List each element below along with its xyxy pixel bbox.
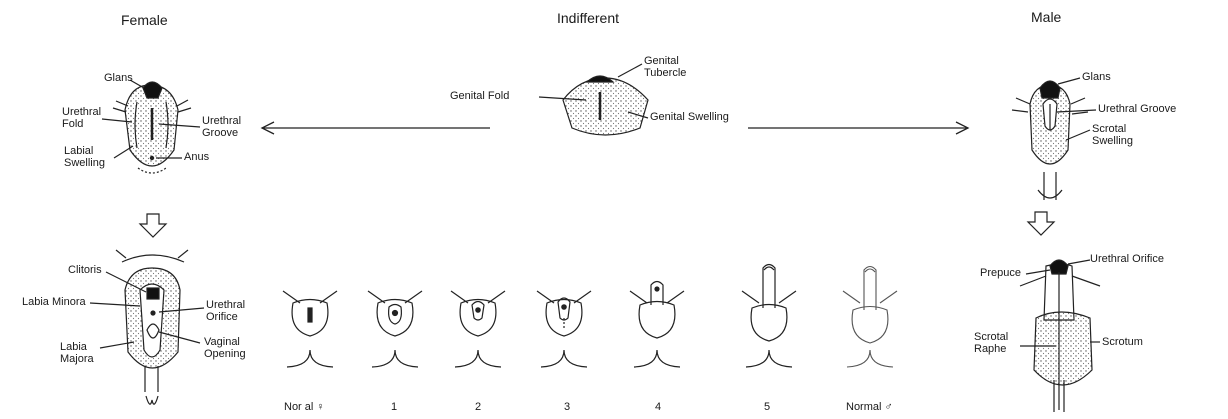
label-male-glans: Glans: [1082, 72, 1111, 84]
stage-label-2: 2: [475, 402, 481, 414]
stage-figure-normal-male: [843, 267, 897, 368]
male-top-figure: [1012, 78, 1096, 200]
label-labia-majora: Labia Majora: [60, 342, 94, 365]
label-scrotal-swelling: Scrotal Swelling: [1092, 124, 1133, 147]
label-labia-minora: Labia Minora: [22, 297, 86, 309]
label-male-urethral-orifice: Urethral Orifice: [1090, 254, 1164, 266]
label-clitoris: Clitoris: [68, 265, 102, 277]
label-genital-tubercle: Genital Tubercle: [644, 56, 686, 79]
stage-figure-normal-female: [283, 291, 337, 367]
heading-male: Male: [1031, 10, 1061, 25]
female-down-arrow: [140, 214, 166, 237]
label-scrotal-raphe: Scrotal Raphe: [974, 332, 1008, 355]
stage-label-normal-male: Normal ♂: [846, 402, 893, 414]
stage-label-3: 3: [564, 402, 570, 414]
label-female-urethral-orifice: Urethral Orifice: [206, 300, 245, 323]
label-labial-swelling: Labial Swelling: [64, 146, 105, 169]
heading-indifferent: Indifferent: [557, 11, 619, 26]
arrow-to-male: [748, 122, 968, 134]
label-scrotum: Scrotum: [1102, 337, 1143, 349]
female-bottom-figure: [90, 250, 204, 404]
label-female-urethral-groove: Urethral Groove: [202, 116, 241, 139]
label-prepuce: Prepuce: [980, 268, 1021, 280]
stage-figure-4: [630, 282, 684, 368]
label-genital-fold: Genital Fold: [450, 91, 509, 103]
label-female-glans: Glans: [104, 73, 133, 85]
label-female-urethral-fold: Urethral Fold: [62, 107, 101, 130]
label-male-urethral-groove: Urethral Groove: [1098, 104, 1176, 116]
indifferent-figure: [539, 64, 648, 135]
stage-label-4: 4: [655, 402, 661, 414]
stage-label-1: 1: [391, 402, 397, 414]
stage-figure-3: [537, 291, 591, 367]
stage-figure-2: [451, 291, 505, 367]
stage-figure-1: [368, 291, 422, 367]
stage-label-normal-female: Nor al ♀: [284, 402, 325, 414]
male-down-arrow: [1028, 212, 1054, 235]
label-anus: Anus: [184, 152, 209, 164]
label-vaginal-opening: Vaginal Opening: [204, 337, 246, 360]
male-bottom-figure: [1020, 260, 1100, 412]
label-genital-swelling: Genital Swelling: [650, 112, 729, 124]
stage-label-5: 5: [764, 402, 770, 414]
stage-figure-5: [742, 265, 796, 368]
heading-female: Female: [121, 13, 168, 28]
arrow-to-female: [262, 122, 490, 134]
